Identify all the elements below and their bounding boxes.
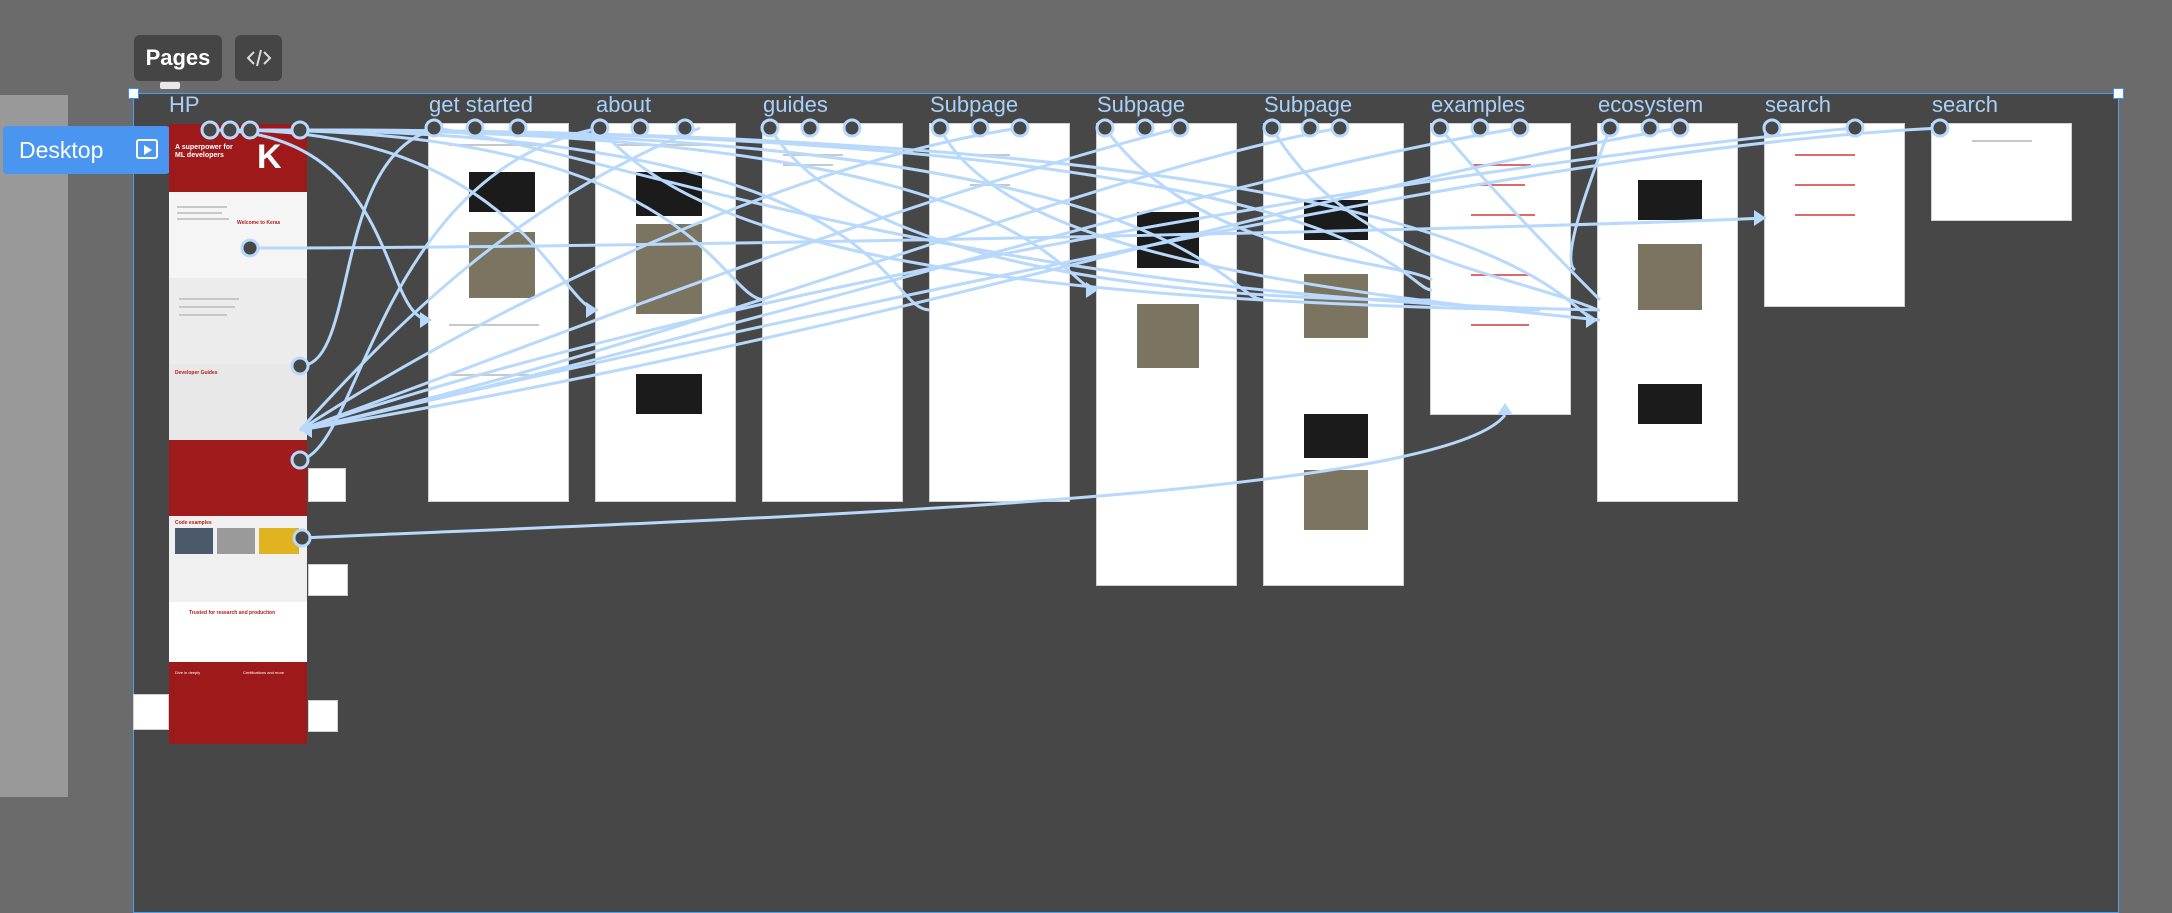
wire-search-back-hp xyxy=(299,126,1941,432)
wire-ecosystem-back-hp xyxy=(299,126,1681,432)
wire-hp-guides xyxy=(249,128,766,302)
wire-subpage2-back-hp xyxy=(299,126,1181,432)
wire-search1-back-hp xyxy=(299,126,1856,432)
page-label-about[interactable]: about xyxy=(596,92,652,117)
wire-ecosystem-back xyxy=(1569,127,1612,272)
hp-overlay-card-1[interactable] xyxy=(309,469,345,501)
wire-about-back-hp xyxy=(298,126,701,432)
hp-overlay-card-3[interactable] xyxy=(309,701,337,731)
page-label-examples[interactable]: examples xyxy=(1431,92,1526,117)
page-thumbnail-subpage-2[interactable] xyxy=(1097,124,1236,585)
frame-label-text: Desktop xyxy=(19,136,104,163)
hp-overlay-card-2[interactable] xyxy=(309,565,347,595)
page-thumbnail-hp[interactable]: A superpower for ML developers K Welcome… xyxy=(169,124,307,744)
play-prototype-icon[interactable] xyxy=(136,139,158,159)
certifications-title: Certifications and more xyxy=(243,670,285,675)
wire-hp-subpage-3 xyxy=(299,128,1266,302)
page-thumbnail-ecosystem[interactable] xyxy=(1598,124,1737,501)
deep-dive-title: Dive in deeply xyxy=(175,670,201,675)
page-label-ecosystem[interactable]: ecosystem xyxy=(1598,92,1704,117)
page-thumbnail-get-started[interactable] xyxy=(429,124,568,501)
page-label-guides[interactable]: guides xyxy=(763,92,828,117)
side-panel-strip xyxy=(0,95,68,797)
hero-title: A superpower for ML developers xyxy=(175,144,233,159)
wire-hp-search xyxy=(249,216,1767,250)
page-thumbnail-search-2[interactable] xyxy=(1932,124,2071,220)
welcome-title: Welcome to Keras xyxy=(237,220,281,226)
page-label-search-2[interactable]: search xyxy=(1932,92,1999,117)
page-label-subpage-1[interactable]: Subpage xyxy=(930,92,1019,117)
trusted-title: Trusted for research and production xyxy=(189,610,276,616)
prototype-connections xyxy=(200,118,1950,548)
wire-subpage3-back-hp xyxy=(299,126,1341,432)
page-label-subpage-3[interactable]: Subpage xyxy=(1264,92,1353,117)
wire-subpage-back-hp xyxy=(299,126,1021,432)
frame-label-desktop[interactable]: Desktop xyxy=(3,126,170,174)
frame-size-tag xyxy=(160,82,180,89)
wire-guides-1 xyxy=(299,126,441,368)
wire-subpage-ecosystem xyxy=(938,127,1601,322)
page-label-get-started[interactable]: get started xyxy=(429,92,533,117)
wire-hp-subpage-2 xyxy=(299,128,1098,292)
hp-overlay-card-4[interactable] xyxy=(134,695,168,729)
wire-cards-1 xyxy=(299,126,601,462)
guides-section-title: Developer Guides xyxy=(175,370,218,376)
page-label-hp[interactable]: HP xyxy=(169,92,200,117)
code-view-button[interactable] xyxy=(235,35,282,81)
resize-handle-top-right[interactable] xyxy=(2113,88,2124,99)
wire-hp-ecosystem xyxy=(299,128,1599,322)
page-thumbnail-search-1[interactable] xyxy=(1765,124,1904,306)
page-label-search-1[interactable]: search xyxy=(1765,92,1832,117)
wire-code-examples xyxy=(301,414,1507,540)
wire-hp-about xyxy=(229,128,599,312)
keras-k-logo: K xyxy=(257,138,282,176)
code-icon xyxy=(246,49,271,67)
wire-hp-get-started xyxy=(209,128,431,322)
resize-handle-top-left[interactable] xyxy=(128,88,139,99)
wire-examples-back-hp xyxy=(299,126,1521,432)
page-label-subpage-2[interactable]: Subpage xyxy=(1097,92,1186,117)
code-examples-title: Code examples xyxy=(175,520,212,526)
wire-about-ecosystem xyxy=(598,127,1541,312)
wire-subpage3-ecosystem xyxy=(1270,127,1599,312)
pages-button[interactable]: Pages xyxy=(134,35,222,81)
wire-examples-ecosystem xyxy=(1438,127,1602,302)
